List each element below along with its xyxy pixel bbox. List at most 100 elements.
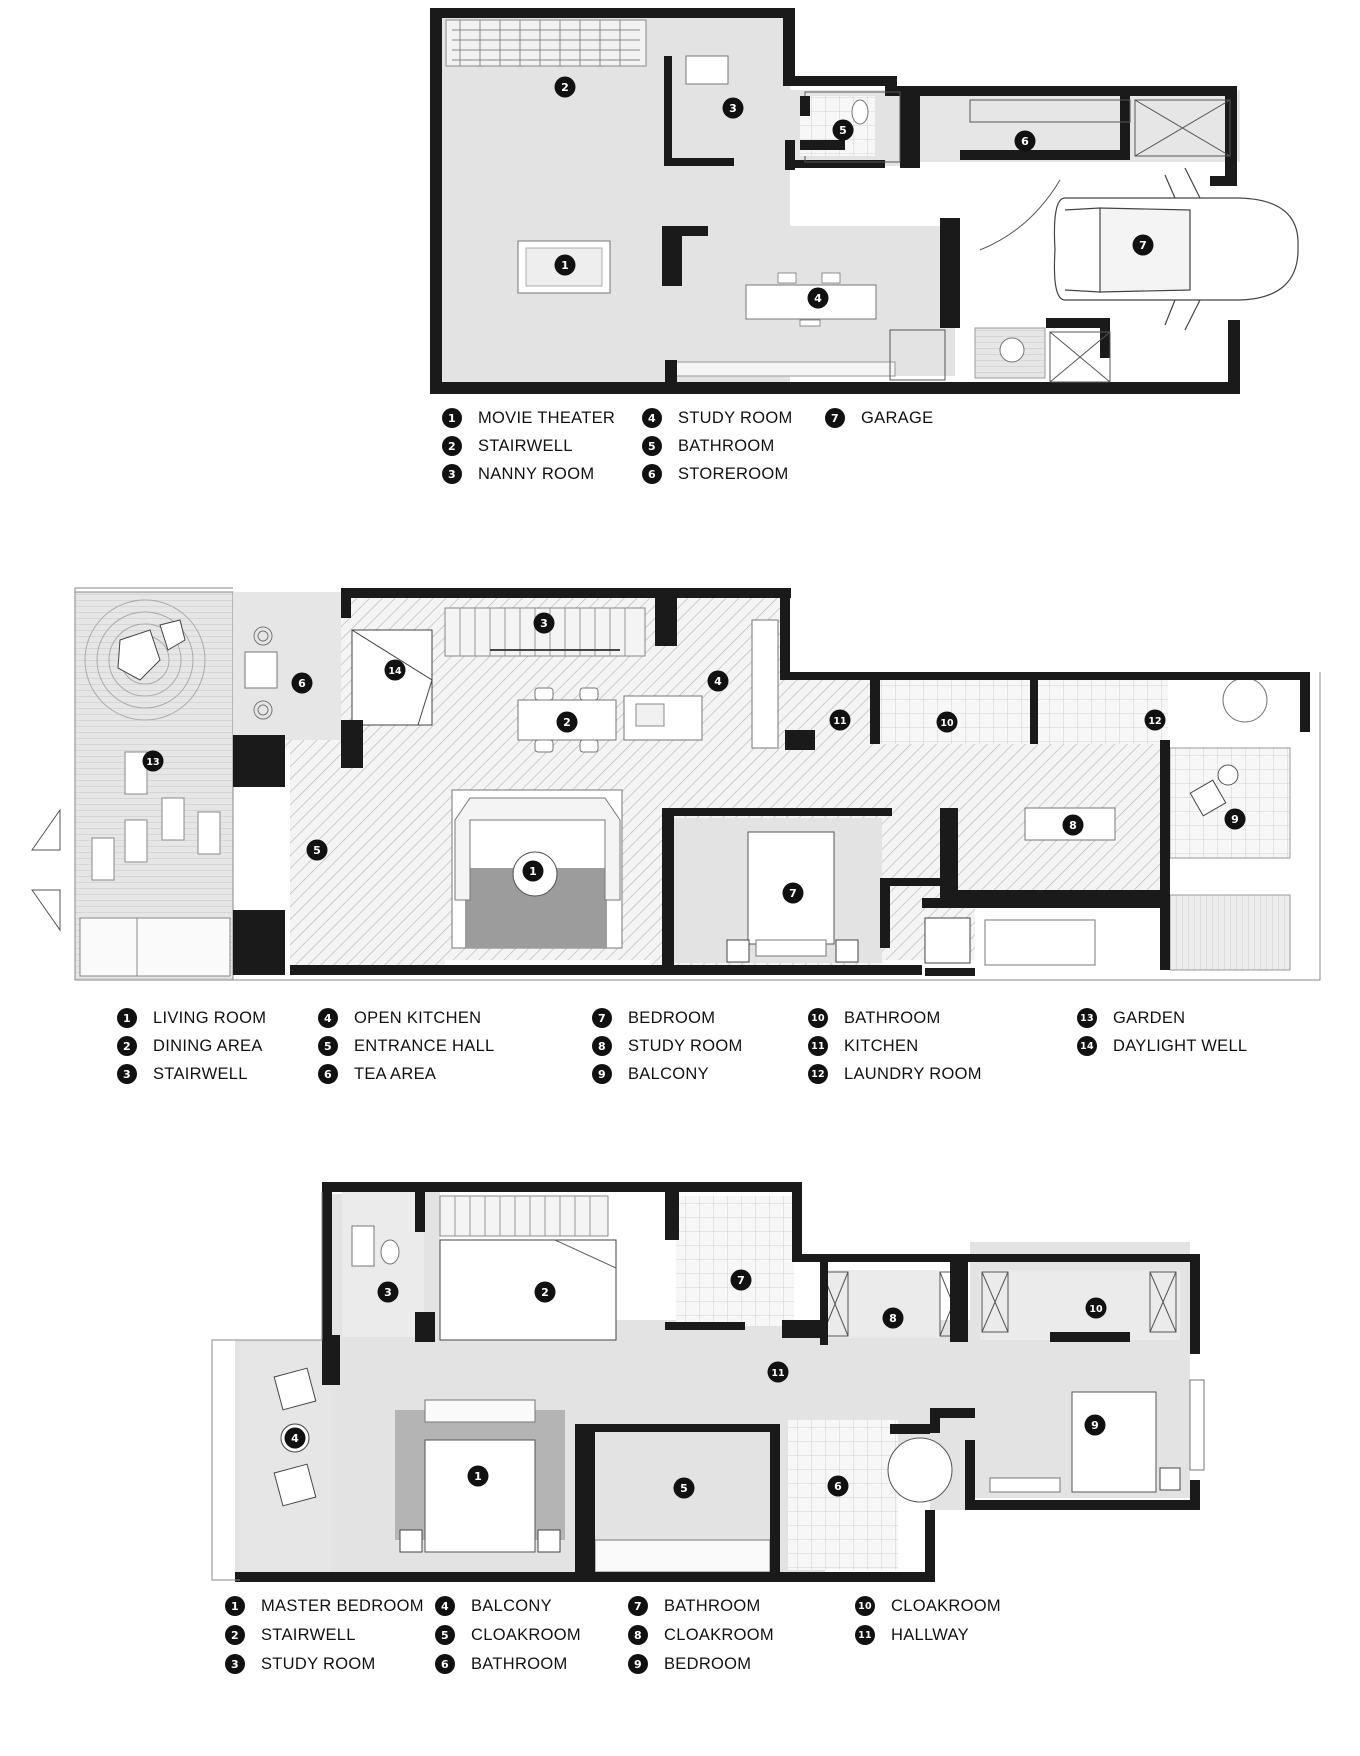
- legend-number-badge: 7: [825, 408, 845, 428]
- svg-text:7: 7: [789, 887, 797, 900]
- room-marker-upper-8: 8: [882, 1307, 904, 1329]
- legend-number-badge: 8: [592, 1036, 612, 1056]
- svg-text:1: 1: [561, 259, 569, 272]
- svg-text:8: 8: [1069, 819, 1077, 832]
- room-marker-ground-14: 14: [384, 659, 406, 681]
- legend-number-badge: 6: [642, 464, 662, 484]
- legend-number-badge: 8: [628, 1625, 648, 1645]
- room-marker-basement-3: 3: [722, 97, 744, 119]
- legend-item: 1 LIVING ROOM: [117, 1008, 266, 1028]
- room-marker-ground-7: 7: [782, 882, 804, 904]
- legend-item: 6 STOREROOM: [642, 464, 789, 484]
- legend-label: BATHROOM: [678, 436, 775, 455]
- room-marker-ground-4: 4: [707, 670, 729, 692]
- room-marker-upper-9: 9: [1084, 1414, 1106, 1436]
- svg-text:4: 4: [291, 1432, 299, 1445]
- legend-number-badge: 4: [435, 1596, 455, 1616]
- ground-plan: [31, 587, 1321, 981]
- room-marker-upper-1: 1: [467, 1465, 489, 1487]
- svg-text:5: 5: [680, 1482, 688, 1495]
- svg-text:7: 7: [737, 1274, 745, 1287]
- legend-number-badge: 12: [808, 1064, 828, 1084]
- room-marker-ground-2: 2: [556, 711, 578, 733]
- legend-item: 2 STAIRWELL: [442, 436, 573, 456]
- room-marker-ground-9: 9: [1224, 808, 1246, 830]
- svg-text:9: 9: [1091, 1419, 1099, 1432]
- svg-text:2: 2: [561, 81, 569, 94]
- room-marker-basement-7: 7: [1132, 234, 1154, 256]
- svg-text:3: 3: [729, 102, 737, 115]
- svg-text:14: 14: [388, 666, 402, 677]
- legend-label: STAIRWELL: [261, 1625, 356, 1644]
- legend-label: CLOAKROOM: [891, 1596, 1001, 1615]
- svg-text:6: 6: [1021, 135, 1029, 148]
- legend-number-badge: 3: [117, 1064, 137, 1084]
- legend-number-badge: 5: [642, 436, 662, 456]
- room-marker-ground-12: 12: [1144, 709, 1166, 731]
- room-marker-ground-11: 11: [829, 709, 851, 731]
- legend-item: 11 HALLWAY: [855, 1625, 969, 1645]
- svg-text:4: 4: [714, 675, 722, 688]
- svg-text:10: 10: [940, 718, 954, 729]
- room-marker-basement-6: 6: [1014, 130, 1036, 152]
- legend-label: DAYLIGHT WELL: [1113, 1036, 1248, 1055]
- room-marker-upper-6: 6: [827, 1475, 849, 1497]
- legend-number-badge: 1: [117, 1008, 137, 1028]
- legend-item: 10 CLOAKROOM: [855, 1596, 1001, 1616]
- legend-label: LIVING ROOM: [153, 1008, 267, 1027]
- legend-number-badge: 11: [855, 1625, 875, 1645]
- legend-label: BATHROOM: [664, 1596, 761, 1615]
- room-marker-upper-11: 11: [767, 1361, 789, 1383]
- svg-text:5: 5: [839, 124, 847, 137]
- room-marker-upper-5: 5: [673, 1477, 695, 1499]
- legend-label: HALLWAY: [891, 1625, 969, 1644]
- legend-number-badge: 9: [592, 1064, 612, 1084]
- legend-item: 8 STUDY ROOM: [592, 1036, 743, 1056]
- legend-number-badge: 10: [855, 1596, 875, 1616]
- legend-number-badge: 1: [442, 408, 462, 428]
- room-marker-upper-10: 10: [1085, 1297, 1107, 1319]
- room-marker-basement-2: 2: [554, 76, 576, 98]
- legend-label: STOREROOM: [678, 464, 789, 483]
- legend-label: NANNY ROOM: [478, 464, 595, 483]
- svg-text:11: 11: [771, 1368, 784, 1379]
- legend-label: OPEN KITCHEN: [354, 1008, 482, 1027]
- room-marker-ground-1: 1: [522, 860, 544, 882]
- legend-label: CLOAKROOM: [471, 1625, 581, 1644]
- legend-item: 14 DAYLIGHT WELL: [1077, 1036, 1247, 1056]
- legend-label: GARDEN: [1113, 1008, 1186, 1027]
- legend-label: GARAGE: [861, 408, 934, 427]
- legend-number-badge: 1: [225, 1596, 245, 1616]
- legend-number-badge: 14: [1077, 1036, 1097, 1056]
- car-icon: [1053, 167, 1299, 331]
- legend-label: STAIRWELL: [478, 436, 573, 455]
- legend-number-badge: 2: [442, 436, 462, 456]
- legend-label: STUDY ROOM: [628, 1036, 743, 1055]
- legend-label: BATHROOM: [471, 1654, 568, 1673]
- legend-item: 5 CLOAKROOM: [435, 1625, 581, 1645]
- svg-text:3: 3: [384, 1286, 392, 1299]
- legend-number-badge: 4: [318, 1008, 338, 1028]
- legend-item: 5 BATHROOM: [642, 436, 775, 456]
- svg-text:1: 1: [474, 1470, 482, 1483]
- room-marker-ground-10: 10: [936, 711, 958, 733]
- room-marker-upper-2: 2: [534, 1281, 556, 1303]
- legend-number-badge: 5: [435, 1625, 455, 1645]
- room-marker-upper-3: 3: [377, 1281, 399, 1303]
